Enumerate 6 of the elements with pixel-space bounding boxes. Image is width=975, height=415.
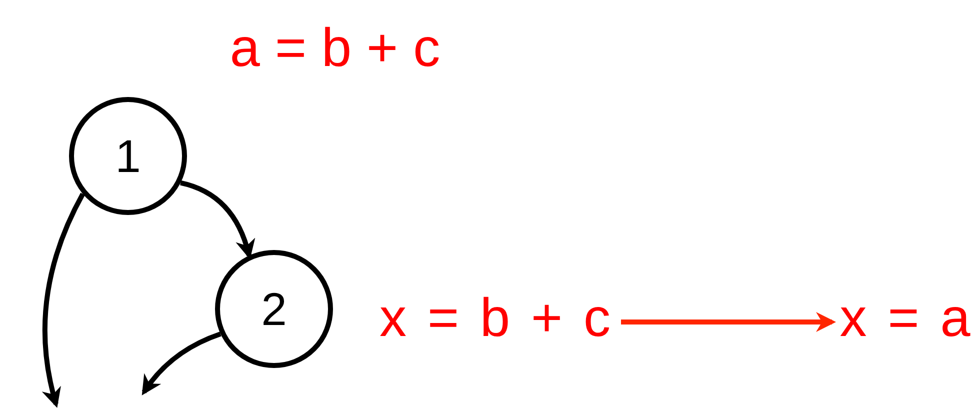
arrow bbox=[42, 192, 86, 408]
expression-text: x = a bbox=[838, 283, 972, 353]
expression-text: x = b + c bbox=[375, 283, 615, 353]
arrow bbox=[621, 312, 836, 332]
expression-text: a = b + c bbox=[228, 17, 442, 80]
arrow bbox=[142, 332, 222, 396]
